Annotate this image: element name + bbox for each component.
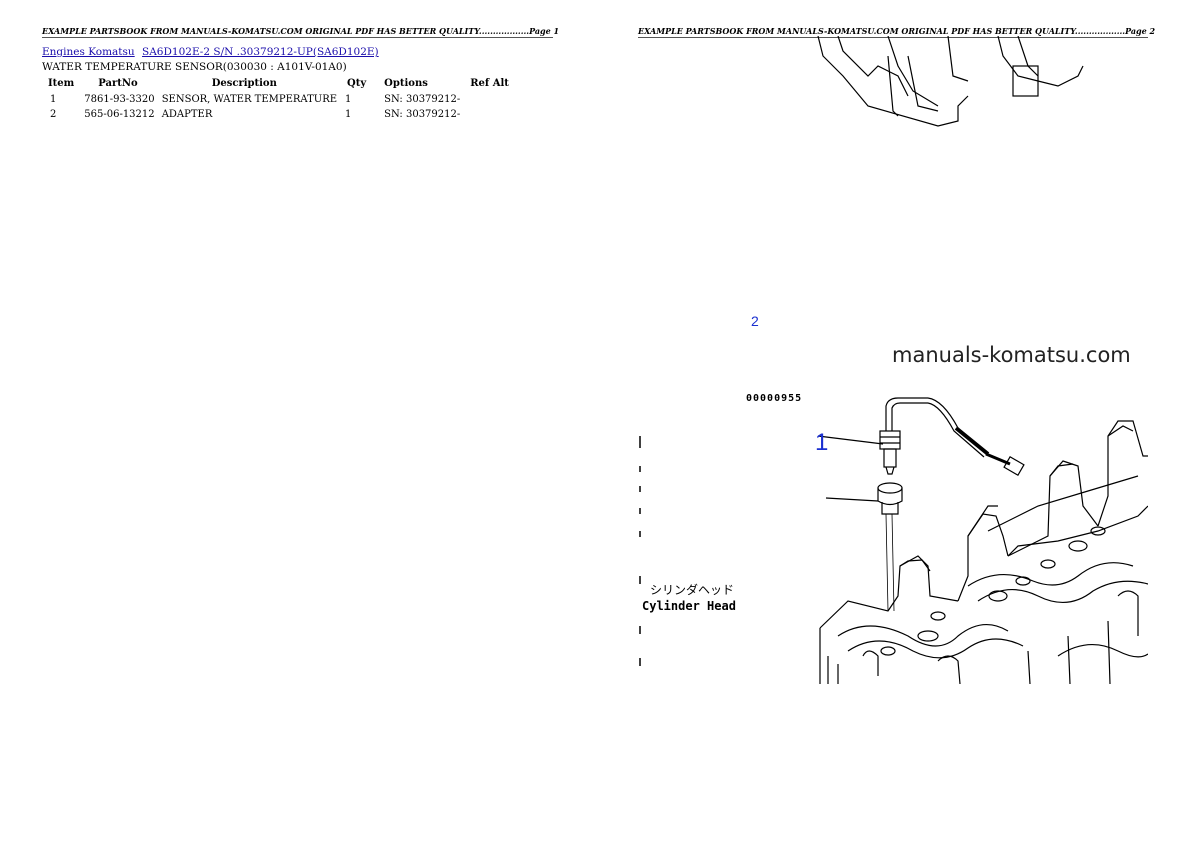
cell-description: SENSOR, WATER TEMPERATURE xyxy=(161,94,338,105)
label-jp: シリンダヘッド xyxy=(650,582,734,597)
cell-item: 1 xyxy=(50,94,57,105)
column-header-description: Description xyxy=(211,78,277,89)
parts-table: Item PartNo Description Qty Options Ref … xyxy=(42,77,515,122)
column-header-ref-alt: Ref Alt xyxy=(470,78,509,89)
cell-qty: 1 xyxy=(345,109,352,120)
cell-item: 2 xyxy=(50,109,57,120)
cylinder-head-drawing xyxy=(819,420,1148,684)
breadcrumb-link-engines[interactable]: Engines Komatsu xyxy=(42,46,135,58)
page-2-header: EXAMPLE PARTSBOOK FROM MANUALS-KOMATSU.C… xyxy=(638,26,1156,38)
cell-partno: 7861-93-3320 xyxy=(84,94,155,105)
water-temperature-sensor-drawing xyxy=(817,397,1025,477)
cell-qty: 1 xyxy=(345,94,352,105)
column-header-item: Item xyxy=(48,78,75,89)
label-cylinder-head: Cylinder Head xyxy=(642,599,736,613)
table-row: 1 7861-93-3320 SENSOR, WATER TEMPERATURE… xyxy=(42,92,515,107)
column-header-qty: Qty xyxy=(347,78,367,89)
watermark: manuals-komatsu.com xyxy=(892,343,1131,367)
table-header-row: Item PartNo Description Qty Options Ref … xyxy=(42,77,515,92)
cell-options: SN: 30379212- xyxy=(384,94,461,105)
callout-1: 1 xyxy=(815,429,828,456)
breadcrumb: Engines Komatsu SA6D102E-2 S/N .30379212… xyxy=(42,46,383,58)
drawing-number: 00000955 xyxy=(746,393,802,404)
callout-2: 2 xyxy=(751,313,759,329)
adapter-drawing xyxy=(825,482,903,612)
engine-fragment-top xyxy=(817,36,1084,127)
cell-ref-alt xyxy=(464,107,515,122)
cell-ref-alt xyxy=(464,92,515,107)
page-1-header: EXAMPLE PARTSBOOK FROM MANUALS-KOMATSU.C… xyxy=(42,26,560,38)
cell-options: SN: 30379212- xyxy=(384,109,461,120)
section-title: WATER TEMPERATURE SENSOR(030030 : A101V-… xyxy=(42,61,347,73)
column-header-options: Options xyxy=(384,78,428,89)
cell-partno: 565-06-13212 xyxy=(84,109,155,120)
table-row: 2 565-06-13212 ADAPTER 1 SN: 30379212- xyxy=(42,107,515,122)
cell-description: ADAPTER xyxy=(161,109,213,120)
breadcrumb-link-model[interactable]: SA6D102E-2 S/N .30379212-UP(SA6D102E) xyxy=(142,46,379,58)
parts-diagram: 2 manuals-komatsu.com 00000955 1 シリンダヘッド… xyxy=(639,36,1148,684)
column-header-partno: PartNo xyxy=(98,78,138,89)
